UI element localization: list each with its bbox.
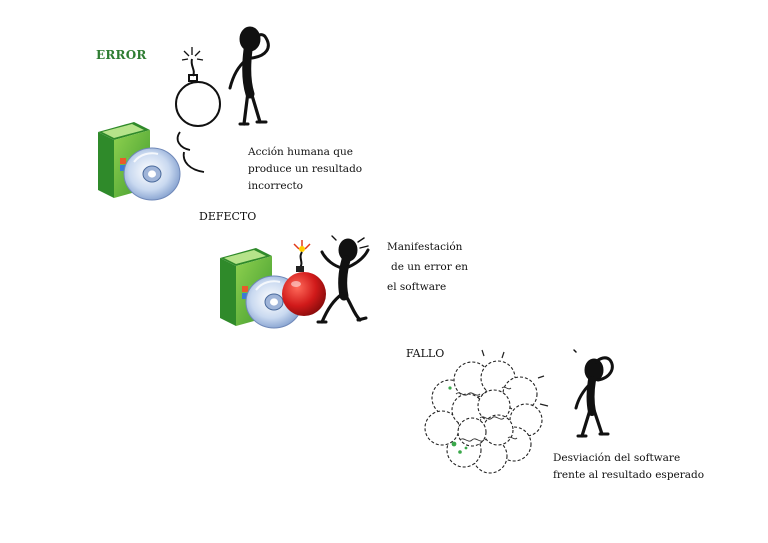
bomb-outline-icon xyxy=(175,47,221,173)
red-bomb-icon xyxy=(282,240,326,316)
heading-defecto: DEFECTO xyxy=(199,210,257,223)
description-error: Acción humana que produce un resultado i… xyxy=(248,144,362,195)
heading-fallo: FALLO xyxy=(406,347,445,360)
software-box-cd-icon xyxy=(98,122,181,201)
description-line: el software xyxy=(387,281,447,293)
description-line: incorrecto xyxy=(248,180,303,192)
description-line: de un error en xyxy=(391,261,469,273)
description-defecto: Manifestación de un error en el software xyxy=(387,237,468,297)
description-line: frente al resultado esperado xyxy=(553,469,705,481)
heading-error: ERROR xyxy=(96,48,147,62)
stick-figure-scared-icon xyxy=(316,235,370,324)
description-line: Acción humana que xyxy=(248,146,353,158)
explosion-cloud-icon xyxy=(424,349,549,474)
stick-figure-hand-on-head-icon xyxy=(573,349,614,438)
description-line: Desviación del software xyxy=(553,452,681,464)
stick-figure-thinking-icon xyxy=(228,26,270,126)
description-fallo: Desviación del software frente al result… xyxy=(553,450,704,484)
description-line: Manifestación xyxy=(387,241,463,253)
description-line: produce un resultado xyxy=(248,163,363,175)
